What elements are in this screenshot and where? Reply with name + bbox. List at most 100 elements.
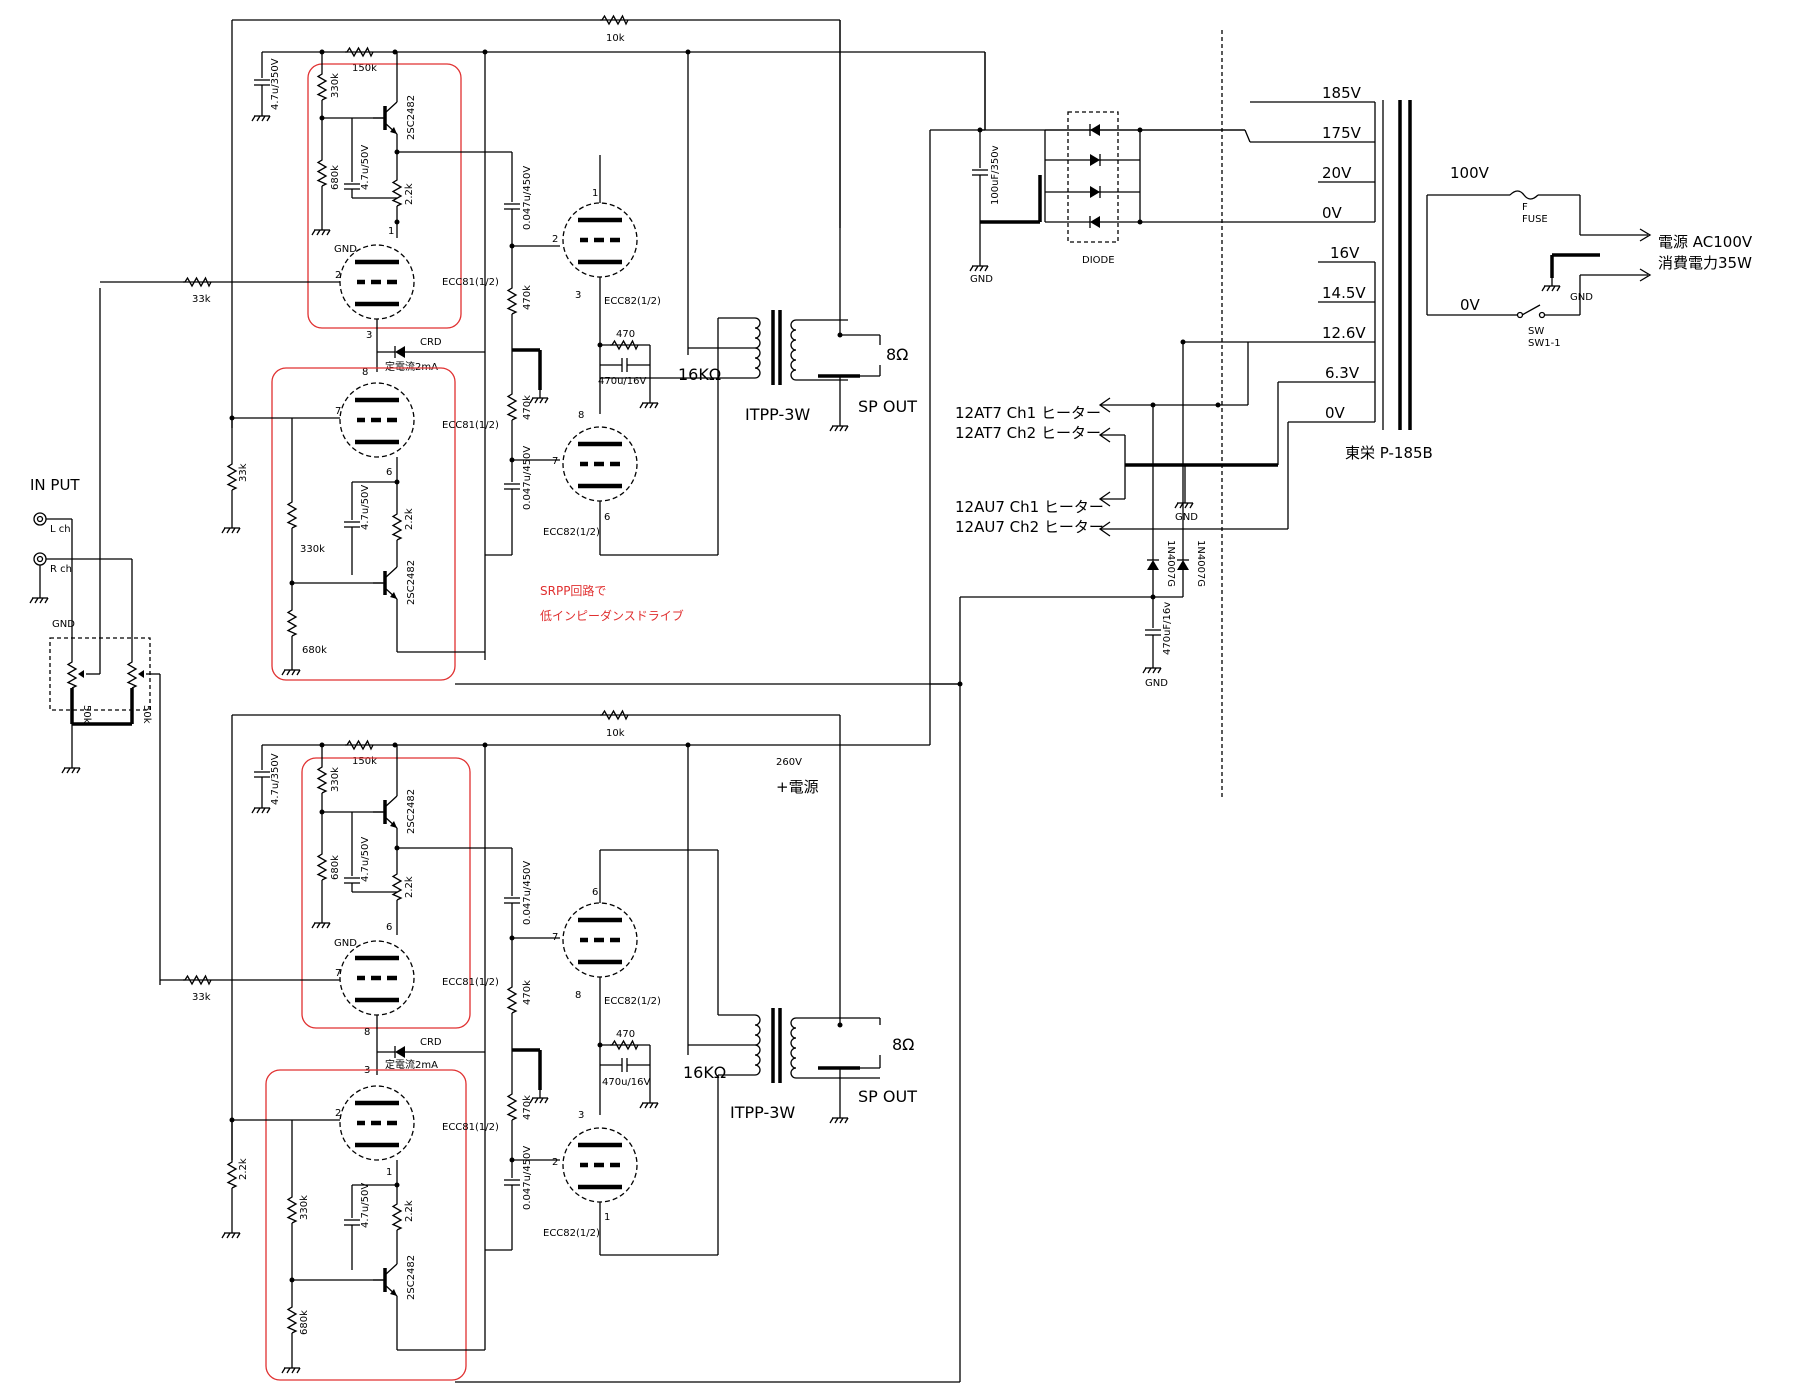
heater-label-1: 12AT7 Ch1 ヒーター	[955, 404, 1101, 422]
ps-v0a: 0V	[1322, 204, 1343, 222]
ch1-tube-upper	[340, 245, 414, 319]
ch2-crd-note: 定電流2mA	[385, 1058, 438, 1071]
ch2-r330k-label: 330k	[330, 767, 341, 792]
ac-arrow-icon-2	[1639, 268, 1652, 282]
diode-icon-2	[1177, 560, 1189, 570]
ch2-out-tube1-label: ECC82(1/2)	[604, 996, 661, 1007]
ch2-b-volt-label: 260V	[776, 757, 802, 768]
ch1-cap-c2-label: 0.047u/450V	[522, 446, 533, 510]
ch1-r680k-label: 680k	[330, 165, 341, 190]
ch2-r680k-label: 680k	[330, 855, 341, 880]
diode-bridge-box	[1067, 111, 1119, 243]
ch1-cap47b-label: 4.7u/50V	[360, 485, 371, 530]
ch1-r22k-label: 2.2k	[404, 183, 415, 205]
lch-label: L ch	[50, 524, 71, 535]
ch1-r33k-grid-label: 33k	[238, 463, 249, 482]
ch2-tube-bot-label: ECC81(1/2)	[442, 1122, 499, 1133]
ch2-sp-out-label: SP OUT	[858, 1087, 917, 1106]
ch2-imp-label: 16KΩ	[683, 1063, 726, 1082]
ch2-tube-upper	[340, 941, 414, 1015]
svg-text:6: 6	[604, 512, 610, 523]
ch2-trans-label: ITPP-3W	[730, 1103, 795, 1122]
watt-label: 消費電力35W	[1658, 254, 1752, 272]
ch2-r470k-2-label: 470k	[522, 1095, 533, 1120]
heater-label-2: 12AT7 Ch2 ヒーター	[955, 424, 1101, 442]
ch2-cap470u-label: 470u/16V	[602, 1077, 651, 1088]
ps-v185: 185V	[1322, 84, 1362, 102]
ch1-out-tube-2	[563, 427, 637, 501]
ps-cap-label: 100uF/350v	[990, 145, 1001, 205]
svg-text:7: 7	[335, 406, 341, 417]
ch2-r680k-b-label: 680k	[299, 1310, 310, 1335]
ac-label: 電源 AC100V	[1658, 233, 1753, 251]
ch1-cap470u-label: 470u/16V	[598, 376, 647, 387]
svg-text:8: 8	[578, 410, 584, 421]
switch-icon	[1521, 304, 1541, 316]
ch1-trans-label: ITPP-3W	[745, 405, 810, 424]
ch1-sp-out-label: SP OUT	[858, 397, 917, 416]
svg-text:7: 7	[552, 932, 558, 943]
rch-jack-icon	[33, 552, 47, 566]
ch1-crd-note: 定電流2mA	[385, 360, 438, 373]
ch2-r330k-b-label: 330k	[299, 1195, 310, 1220]
ps-gnd-label: GND	[970, 274, 993, 285]
fuse-label: FUSE	[1522, 214, 1548, 225]
heater-gnd-label: GND	[1175, 512, 1198, 523]
svg-text:1: 1	[388, 226, 394, 237]
input-title: IN PUT	[30, 476, 80, 494]
ps-v20: 20V	[1322, 164, 1352, 182]
ch1-gnd-label: GND	[334, 244, 357, 255]
heater-label-3: 12AU7 Ch1 ヒーター	[955, 498, 1104, 516]
ch1-sp-ohm-label: 8Ω	[886, 345, 908, 364]
ps-p100: 100V	[1450, 164, 1490, 182]
ch1-crd-label: CRD	[420, 337, 442, 348]
ch1-r22k-b-label: 2.2k	[404, 508, 415, 530]
ps-p0: 0V	[1460, 296, 1481, 314]
ps-v0b: 0V	[1325, 404, 1346, 422]
ch1-srpp-box-upper	[307, 63, 462, 329]
ch1-tr-bot-label: 2SC2482	[406, 560, 417, 605]
ch2-r22k-grid-label: 2.2k	[238, 1158, 249, 1180]
ch1-srpp-box-lower	[271, 367, 456, 681]
ch1-r680k-b-label: 680k	[302, 645, 327, 656]
ch2-tube-lower	[340, 1086, 414, 1160]
ps-v16: 16V	[1330, 244, 1360, 262]
svg-text:3: 3	[578, 1110, 584, 1121]
ps-trans-label: 東栄 P-185B	[1345, 444, 1433, 462]
ch1-out-tube2-label: ECC82(1/2)	[543, 527, 600, 538]
svg-text:8: 8	[362, 367, 368, 378]
ch2-gnd-label: GND	[334, 938, 357, 949]
heater-gnd2-label: GND	[1145, 678, 1168, 689]
svg-text:7: 7	[335, 968, 341, 979]
pot1-label: 50k	[81, 705, 92, 724]
input-section: IN PUT L ch R ch GND 50k 50k	[29, 288, 161, 985]
channel-2: 10k 150k 260V +電源 4.7u/350V 330k 680k GN…	[160, 129, 985, 1383]
ch1-tube-lower	[340, 383, 414, 457]
ch2-out-tube-1	[563, 903, 637, 977]
ch2-srpp-box-upper	[301, 757, 471, 1029]
svg-text:7: 7	[552, 456, 558, 467]
ch1-imp-label: 16KΩ	[678, 365, 721, 384]
ch1-r150k-label: 150k	[352, 63, 377, 74]
svg-text:1: 1	[592, 188, 598, 199]
fuse-f-label: F	[1522, 202, 1528, 213]
ch2-tr-top-label: 2SC2482	[406, 789, 417, 834]
ch2-r470-label: 470	[616, 1029, 635, 1040]
fuse-icon	[1509, 190, 1539, 200]
diode-1-label: 1N4007G	[1165, 540, 1176, 587]
lch-jack-icon	[33, 512, 47, 526]
svg-text:6: 6	[386, 922, 392, 933]
ps-v145: 14.5V	[1322, 284, 1366, 302]
sw-label: SW	[1528, 326, 1544, 337]
ch2-b-label: +電源	[776, 778, 819, 796]
ch1-tube-bot-label: ECC81(1/2)	[442, 420, 499, 431]
ch2-tube-top-label: ECC81(1/2)	[442, 977, 499, 988]
ch2-cap-c2-label: 0.047u/450V	[522, 1146, 533, 1210]
ch1-r330k-b-label: 330k	[300, 544, 325, 555]
ch2-cap-top-label: 4.7u/350V	[270, 753, 281, 805]
diode-icon-1	[1147, 560, 1159, 570]
svg-text:2: 2	[335, 270, 341, 281]
ps-gnd2-label: GND	[1570, 292, 1593, 303]
ch1-r470k-1-label: 470k	[522, 285, 533, 310]
svg-text:2: 2	[552, 1157, 558, 1168]
